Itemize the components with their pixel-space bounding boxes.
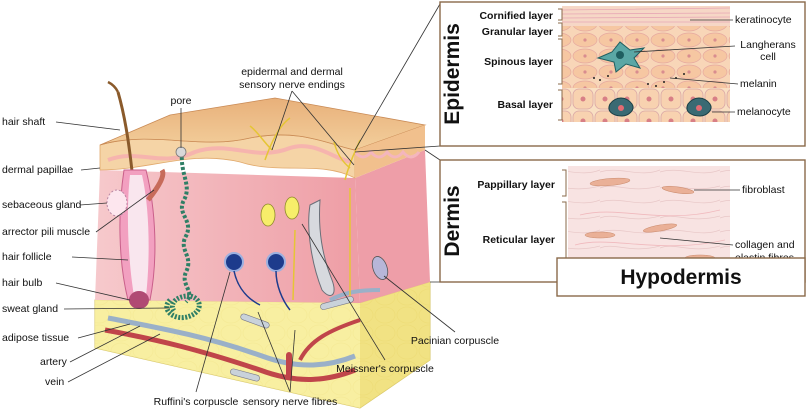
dermis-title: Dermis [441, 185, 464, 256]
label-ruffini: Ruffini's corpuscle [154, 396, 239, 408]
vessels [104, 288, 381, 382]
label-sweat-gland: sweat gland [2, 303, 58, 315]
label-keratinocyte: keratinocyte [735, 14, 792, 26]
label-fibroblast: fibroblast [742, 184, 785, 196]
label-melanocyte: melanocyte [737, 106, 791, 118]
layer-label-papillary: Pappillary layer [477, 179, 555, 191]
layer-label-spinous: Spinous layer [484, 56, 553, 68]
layer-label-cornified: Cornified layer [479, 10, 553, 22]
label-nerve-endings-2: sensory nerve endings [239, 79, 345, 91]
arrector-muscle-shape [146, 168, 166, 202]
hypodermis-panel: Hypodermis [556, 257, 806, 297]
nerve-ending-2 [266, 252, 286, 272]
skin-block [94, 97, 431, 409]
hypodermis-title: Hypodermis [620, 266, 741, 289]
label-dermal-papillae: dermal papillae [2, 164, 73, 176]
epidermis-title: Epidermis [441, 23, 464, 125]
label-hair-follicle: hair follicle [2, 251, 52, 263]
label-pore: pore [170, 95, 191, 107]
label-melanin: melanin [740, 78, 777, 90]
label-nerve-endings-1: epidermal and dermal [241, 66, 343, 78]
label-langerhans-1: Langherans [740, 39, 795, 51]
label-hair-bulb: hair bulb [2, 277, 42, 289]
sweat-gland [164, 146, 202, 320]
meissner-shape-1 [260, 203, 276, 227]
label-hair-shaft: hair shaft [2, 116, 45, 128]
label-collagen-1: collagen and [735, 239, 795, 251]
anatomy-labels: hair shaft pore epidermal and dermal sen… [2, 66, 499, 408]
label-langerhans-2: cell [760, 51, 776, 63]
meissner-shape-2 [284, 196, 300, 220]
dermis-panel: Dermis Pappillary layer Reticular layer … [439, 159, 806, 283]
label-artery: artery [40, 356, 68, 368]
label-adipose-tissue: adipose tissue [2, 332, 69, 344]
nerves [224, 117, 389, 382]
layer-label-basal: Basal layer [498, 99, 553, 111]
epidermis-panel: Epidermis Cornified layer Granular layer… [439, 1, 806, 147]
layer-label-granular: Granular layer [482, 26, 553, 38]
label-arrector-pili: arrector pili muscle [2, 226, 90, 238]
melanocyte-shapes [608, 97, 712, 117]
hair-bulb-shape [129, 291, 149, 309]
label-sensory-fibres: sensory nerve fibres [243, 396, 338, 408]
layer-label-reticular: Reticular layer [483, 234, 555, 246]
label-vein: vein [45, 376, 64, 388]
label-sebaceous-gland: sebaceous gland [2, 199, 82, 211]
nerve-ending-1 [224, 252, 244, 272]
label-pacinian: Pacinian corpuscle [411, 335, 499, 347]
pacinian-shape [371, 256, 389, 280]
melanin-dots [593, 73, 685, 87]
sensory-fibre-shape [286, 352, 292, 378]
label-meissner: Meissner's corpuscle [336, 363, 434, 375]
